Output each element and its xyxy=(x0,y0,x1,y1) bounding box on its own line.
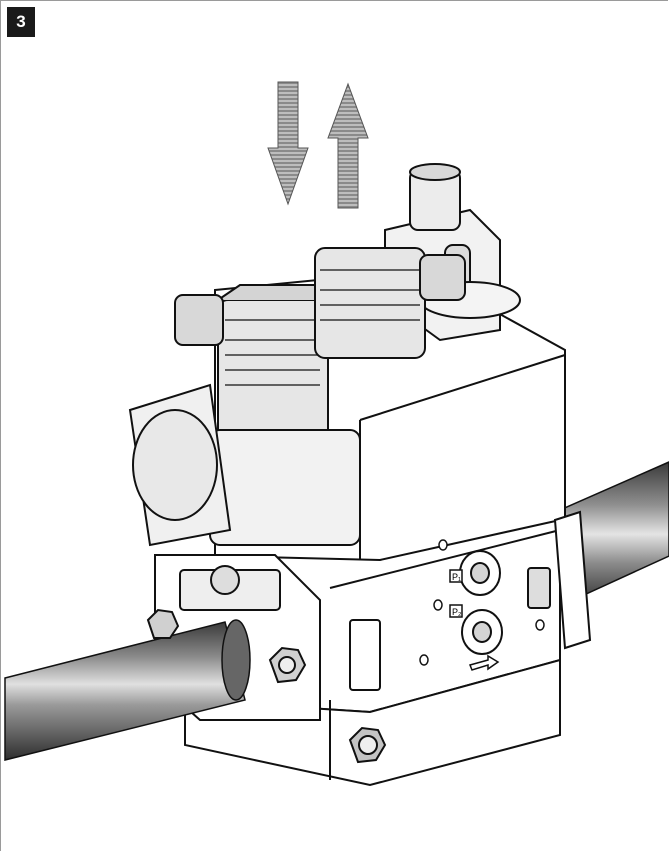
inlet-pipe xyxy=(4,619,251,761)
port-markings: P₁ P₂ xyxy=(449,569,463,618)
arrow-up-icon xyxy=(327,82,369,209)
solenoid-cover xyxy=(128,383,232,547)
port-p2-label: P₂ xyxy=(452,607,462,617)
electrical-connector-left xyxy=(174,284,361,546)
electrical-connector-right xyxy=(314,247,466,359)
pressure-test-port-1 xyxy=(459,550,501,596)
arrow-down-icon xyxy=(267,81,309,206)
mounting-holes xyxy=(419,539,545,666)
step-number-badge: 3 xyxy=(7,7,35,37)
port-p1-label: P₁ xyxy=(452,572,461,582)
pressure-test-port-2 xyxy=(461,609,503,655)
outlet-flange xyxy=(527,510,592,650)
flow-direction-arrow-icon xyxy=(468,654,500,671)
flange-bolt-nuts xyxy=(146,608,387,764)
view-window xyxy=(349,619,381,691)
